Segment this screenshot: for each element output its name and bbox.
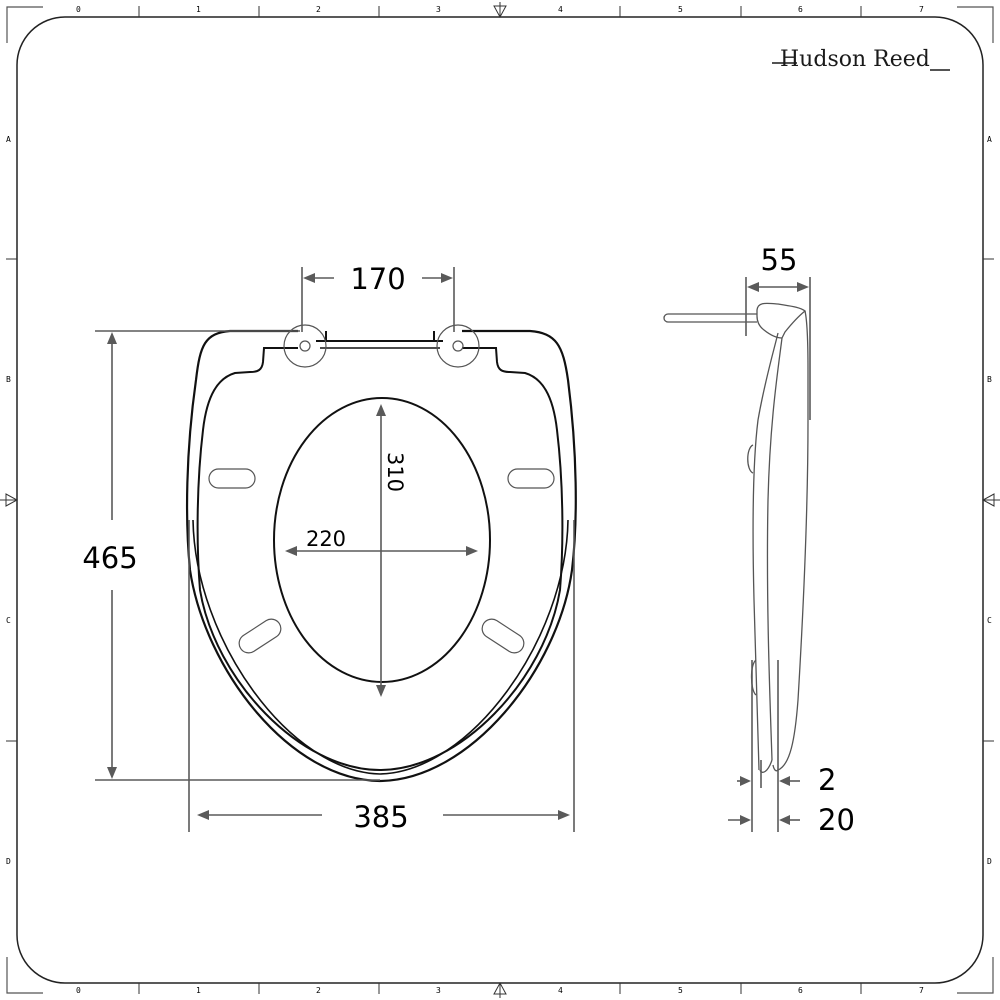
buffer-slot	[208, 468, 256, 489]
svg-text:D: D	[987, 857, 992, 866]
ruler-bottom	[138, 981, 862, 998]
front-view-labels: 170 465 385 220 310	[82, 262, 408, 834]
svg-text:0: 0	[76, 986, 81, 995]
svg-text:0: 0	[76, 5, 81, 14]
ruler-top-labels: 0 1 2 3 4 5 6 7	[76, 5, 924, 14]
brand-logo-marks	[772, 62, 950, 71]
svg-text:D: D	[6, 857, 11, 866]
hinge-right	[436, 324, 480, 368]
svg-text:B: B	[6, 375, 11, 384]
svg-text:5: 5	[678, 986, 683, 995]
svg-text:3: 3	[436, 5, 441, 14]
svg-text:6: 6	[798, 5, 803, 14]
ruler-bottom-labels: 0 1 2 3 4 5 6 7	[76, 986, 924, 995]
front-view	[185, 329, 577, 783]
svg-text:2: 2	[316, 986, 321, 995]
side-view-labels: 55 2 20	[761, 243, 855, 837]
seat-opening	[273, 397, 491, 683]
seat-inner-rim	[196, 347, 564, 772]
ruler-left-labels: A B C D	[6, 135, 11, 866]
front-view-details	[208, 324, 555, 654]
dim-overall-length: 465	[82, 541, 137, 575]
dim-overall-width: 385	[353, 800, 408, 834]
hinge-rod	[663, 313, 757, 323]
dim-hinge-spacing: 170	[350, 262, 405, 296]
brand-logo: Hudson Reed	[780, 47, 930, 72]
svg-text:C: C	[987, 616, 992, 625]
svg-text:B: B	[987, 375, 992, 384]
buffer-slot	[481, 618, 525, 654]
svg-text:7: 7	[919, 986, 924, 995]
dim-seat-thickness: 20	[818, 803, 855, 837]
corner-brackets	[6, 6, 994, 994]
side-buffer	[747, 444, 754, 474]
svg-text:3: 3	[436, 986, 441, 995]
svg-text:1: 1	[196, 986, 201, 995]
svg-text:2: 2	[316, 5, 321, 14]
svg-text:4: 4	[558, 986, 563, 995]
ruler-left	[0, 258, 19, 742]
svg-text:1: 1	[196, 5, 201, 14]
svg-text:5: 5	[678, 5, 683, 14]
ruler-right-labels: A B C D	[987, 135, 992, 866]
side-view-dimensions	[728, 277, 811, 832]
drawing-frame	[16, 16, 984, 984]
ruler-right	[981, 258, 1000, 742]
svg-text:4: 4	[558, 5, 563, 14]
seat-outer-contour	[185, 329, 577, 783]
seat-rim-line	[192, 519, 569, 775]
dim-hinge-depth: 55	[761, 243, 798, 277]
front-view-dimensions	[95, 267, 575, 832]
dim-opening-width: 220	[306, 527, 346, 551]
svg-text:C: C	[6, 616, 11, 625]
svg-text:A: A	[6, 135, 11, 144]
ruler-top	[138, 2, 862, 19]
svg-text:A: A	[987, 135, 992, 144]
hinge-left	[283, 324, 327, 368]
dim-opening-length: 310	[383, 452, 407, 492]
side-view	[663, 302, 809, 773]
buffer-slot	[507, 468, 555, 489]
buffer-slot	[238, 618, 282, 654]
hinge-head	[756, 302, 807, 339]
svg-text:7: 7	[919, 5, 924, 14]
svg-text:6: 6	[798, 986, 803, 995]
brand-name: Hudson Reed	[780, 47, 930, 72]
dim-lid-gap: 2	[818, 763, 836, 797]
